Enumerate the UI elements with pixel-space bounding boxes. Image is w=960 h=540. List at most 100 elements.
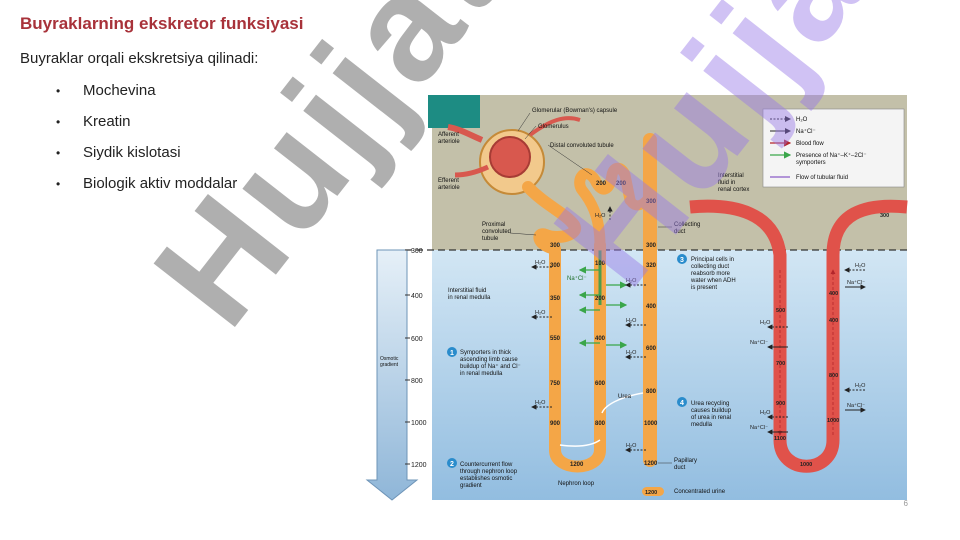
gradient-ticks: 300 400 600 800 1000 1200: [405, 248, 427, 469]
distal-tubule: [574, 162, 636, 251]
h2o-label: H₂O: [760, 320, 771, 326]
efferent-arteriole: [454, 164, 490, 178]
vasa-recta-value: 900: [776, 401, 785, 407]
capsule-label: Glomerular (Bowman's) capsule: [532, 108, 618, 114]
osmotic-gradient-label: gradient: [380, 362, 399, 368]
asc-limb-value: 200: [595, 296, 606, 302]
cd-value: 1200: [644, 461, 658, 467]
concentrated-urine-label: Concentrated urine: [674, 489, 726, 495]
collecting-duct-label: Collecting: [674, 222, 700, 228]
cd-value: 300: [646, 199, 657, 205]
asc-limb-value: 800: [595, 421, 606, 427]
vasa-recta-value: 1000: [827, 418, 839, 424]
step-text: Symporters in thick: [460, 350, 512, 356]
legend-tubular-flow: Flow of tubular fluid: [796, 175, 848, 181]
asc-limb-value: 600: [595, 381, 606, 387]
step-text: Countercurrent flow: [460, 462, 513, 468]
step-4: 4 Urea recycling causes buildup of urea …: [677, 397, 732, 428]
step-3: 3 Principal cells in collecting duct rea…: [677, 254, 736, 291]
h2o-label: H₂O: [760, 410, 771, 416]
pointer-lines: [509, 112, 672, 464]
gradient-tick: 1000: [411, 420, 427, 427]
pct-label: tubule: [482, 236, 499, 242]
peritubular-vessel: [528, 116, 581, 137]
bullet-item: • Siydik kislotasi: [56, 144, 237, 175]
h2o-label: H₂O: [626, 318, 637, 324]
glomerulus-label: Glomerulus: [538, 124, 569, 130]
vasa-recta-value: 1000: [800, 462, 812, 468]
bullet-marker: •: [56, 146, 61, 160]
desc-limb-value: 750: [550, 381, 561, 387]
cortex-osm-value: 300: [550, 243, 561, 249]
h2o-label: H₂O: [626, 350, 637, 356]
efferent-label: arteriole: [438, 185, 460, 191]
vasa-recta-value: 400: [829, 318, 838, 324]
step-text: reabsorb more: [691, 271, 731, 277]
step-text: medulla: [691, 422, 713, 428]
bullet-text: Siydik kislotasi: [83, 144, 181, 161]
bullet-marker: •: [56, 115, 61, 129]
collecting-duct-label: duct: [674, 229, 686, 235]
proximal-tubule: [522, 181, 582, 255]
step-text: water when ADH: [690, 278, 736, 284]
dct-value: 200: [616, 181, 627, 187]
step-text: ascending limb cause: [460, 357, 518, 363]
bullet-text: Kreatin: [83, 113, 131, 130]
bullet-item: •Mochevina: [56, 82, 237, 113]
step-number: 4: [680, 400, 684, 407]
kidney-diagram: Osmotic gradient 300 400 600 800 1000 12…: [365, 95, 908, 501]
step-text: establishes osmotic: [460, 476, 512, 482]
medulla-fluid-label: in renal medulla: [448, 295, 491, 301]
medulla-fluid-label: Interstitial fluid: [448, 288, 486, 294]
slide-subtitle: Buyraklar orqali ekskretsiya qilinadi:: [20, 50, 259, 67]
desc-limb-value: 350: [550, 296, 561, 302]
legend-water: H₂O: [796, 117, 808, 123]
step-1: 1 Symporters in thick ascending limb cau…: [447, 347, 521, 377]
collecting-connector: [625, 192, 655, 211]
nephron-loop-label: Nephron loop: [558, 481, 595, 487]
step-text: causes buildup: [691, 408, 732, 414]
urea-label: Urea: [618, 394, 632, 400]
step-text: of urea in renal: [691, 415, 731, 421]
cd-value: 1000: [644, 421, 658, 427]
efferent-label: Efferent: [438, 178, 459, 184]
teal-box: [428, 95, 480, 128]
descending-limb: [549, 239, 606, 473]
cortex-fluid-label: renal cortex: [718, 187, 749, 193]
h2o-label: H₂O: [595, 213, 606, 219]
step-text: through nephron loop: [460, 469, 518, 475]
cd-value: 300: [646, 243, 657, 249]
step-text: in renal medulla: [460, 371, 503, 377]
nacl-label: Na⁺Cl⁻: [847, 279, 865, 286]
legend-blood-flow: Blood flow: [796, 141, 824, 147]
nacl-label: Na⁺Cl⁻: [847, 402, 865, 409]
step-number: 1: [450, 350, 454, 357]
gradient-tick: 800: [411, 378, 423, 385]
bullet-item: •Biologik aktiv moddalar: [56, 175, 237, 206]
bullet-marker: •: [56, 177, 61, 191]
cd-value: 320: [646, 263, 657, 269]
asc-limb-value: 100: [595, 261, 606, 267]
step-text: is present: [691, 285, 717, 291]
asc-limb-value: 400: [595, 336, 606, 342]
bullet-list: •Mochevina • Kreatin • Siydik kislotasi •B…: [56, 82, 237, 206]
vasa-recta-value: 300: [880, 213, 889, 219]
step-text: Principal cells in: [691, 257, 734, 263]
h2o-label: H₂O: [626, 278, 637, 284]
legend-symporters: symporters: [796, 160, 826, 166]
bullet-marker: •: [56, 84, 61, 98]
cortex-fluid-label: Interstitial: [718, 173, 744, 179]
bullet-item: • Kreatin: [56, 113, 237, 144]
desc-limb-value: 900: [550, 421, 561, 427]
h2o-label: H₂O: [626, 443, 637, 449]
nacl-label: Na⁺Cl⁻: [750, 424, 768, 431]
step-text: collecting duct: [691, 264, 729, 270]
slide-title: Buyraklarning ekskretor funksiyasi: [20, 14, 304, 33]
h2o-label: H₂O: [535, 260, 546, 266]
afferent-arteriole: [447, 124, 484, 143]
step-text: gradient: [460, 483, 482, 489]
vasa-recta-value: 500: [776, 308, 785, 314]
papillary-duct-label: Papillary: [674, 458, 697, 464]
cortex-fluid-label: fluid in: [718, 180, 735, 186]
loop-tip-value: 1200: [570, 462, 584, 468]
